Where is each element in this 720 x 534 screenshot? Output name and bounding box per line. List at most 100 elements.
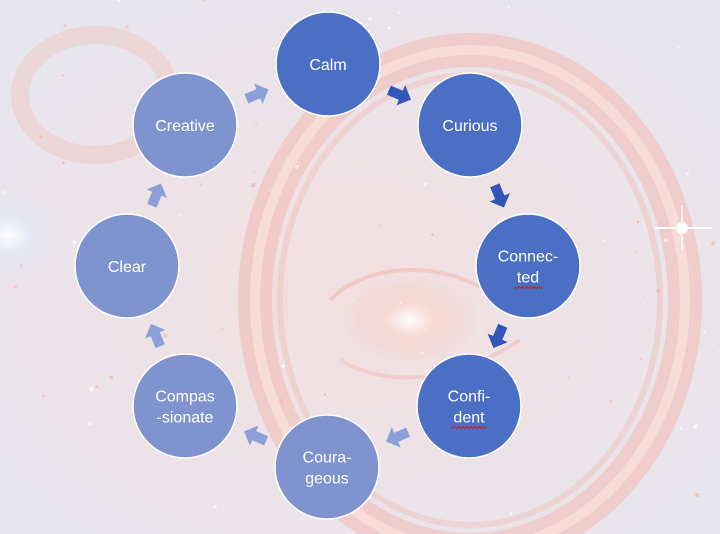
arrow-compassionate-to-clear-icon [145,323,166,349]
background-star [399,302,402,304]
node-label: Coura- [303,450,352,467]
background-star [640,357,643,360]
background-star [251,183,256,188]
node-calm: Calm [275,11,381,117]
background-star [352,298,354,301]
arrow-curious-to-connected-icon [489,183,510,208]
node-label: Calm [309,57,346,74]
background-star [42,394,45,398]
background-star [179,213,182,217]
background-star [420,351,424,355]
node-label: Compas [155,389,215,406]
arrow-connected-to-confident-icon [487,323,508,348]
background-star [255,121,258,125]
background-star [635,250,638,253]
background-star [63,24,67,27]
node-circle [275,11,381,117]
node-label: Creative [155,118,215,135]
background-star [279,398,284,403]
background-star [199,183,202,186]
background-star [203,0,206,2]
background-star [693,424,698,429]
background-star [39,135,43,139]
background-star [712,351,714,353]
background-star [545,347,548,350]
node-label: dent [453,410,485,427]
background-star [431,233,434,236]
background-star [95,385,98,389]
node-circle [132,72,238,178]
node-label: ted [517,270,539,287]
node-label: Confi- [448,389,491,406]
background-star [88,421,93,426]
arrow-clear-to-creative-icon [146,183,167,208]
node-label: Connec- [498,249,558,266]
arrow-creative-to-calm-icon [244,83,269,104]
node-circle [417,72,523,178]
node-circle [475,213,581,319]
spellcheck-underline [450,425,488,430]
background-star [13,284,17,289]
background-star [711,241,716,246]
background-star [602,239,605,242]
background-star [567,377,570,379]
background-star [703,331,706,334]
background-star [628,88,631,90]
background-star [89,387,94,391]
background-star [423,182,427,186]
node-label: Clear [108,259,147,276]
background-star [116,0,121,3]
node-label: Curious [442,118,497,135]
background-star [534,69,536,72]
background-star [387,26,391,30]
background-star [663,238,668,243]
background-star [508,6,511,9]
background-star [62,161,65,165]
background-star [609,399,613,403]
arrow-courageous-to-compassionate-icon [244,425,269,446]
background-star [695,492,700,497]
background-star [105,174,107,177]
node-circle [74,213,180,319]
node-confident: Confi-dent [416,353,522,459]
node-curious: Curious [417,72,523,178]
background-star [72,240,77,244]
node-courageous: Coura-geous [274,414,380,520]
background-star [19,264,23,267]
background-star [109,375,113,380]
background-star [323,393,327,396]
background-star [3,190,7,194]
node-circle [274,414,380,520]
background-star [636,220,640,224]
node-label: -sionate [157,410,214,427]
background-star [124,24,129,29]
node-connected: Connec-ted [475,213,581,319]
background-star [295,164,299,169]
background-star [275,421,277,424]
node-clear: Clear [74,213,180,319]
background-star [163,333,168,338]
arrow-confident-to-courageous-icon [386,427,411,448]
background-star [638,183,641,185]
background-star [679,427,683,430]
arrow-calm-to-curious-icon [386,85,411,106]
background-star [213,505,217,509]
background-star [61,74,64,77]
node-creative: Creative [132,72,238,178]
background-star [398,11,401,14]
background-star [272,46,276,50]
background-star [369,17,372,20]
background-star [74,215,77,218]
background-star [677,46,681,49]
node-circle [416,353,522,459]
star-flare-icon [655,205,712,250]
background-star [656,288,661,294]
background-star [643,302,645,305]
spellcheck-underline [514,285,543,290]
background-star [379,224,382,226]
node-circle [132,353,238,459]
background-star [634,384,637,387]
background-star [508,511,512,516]
